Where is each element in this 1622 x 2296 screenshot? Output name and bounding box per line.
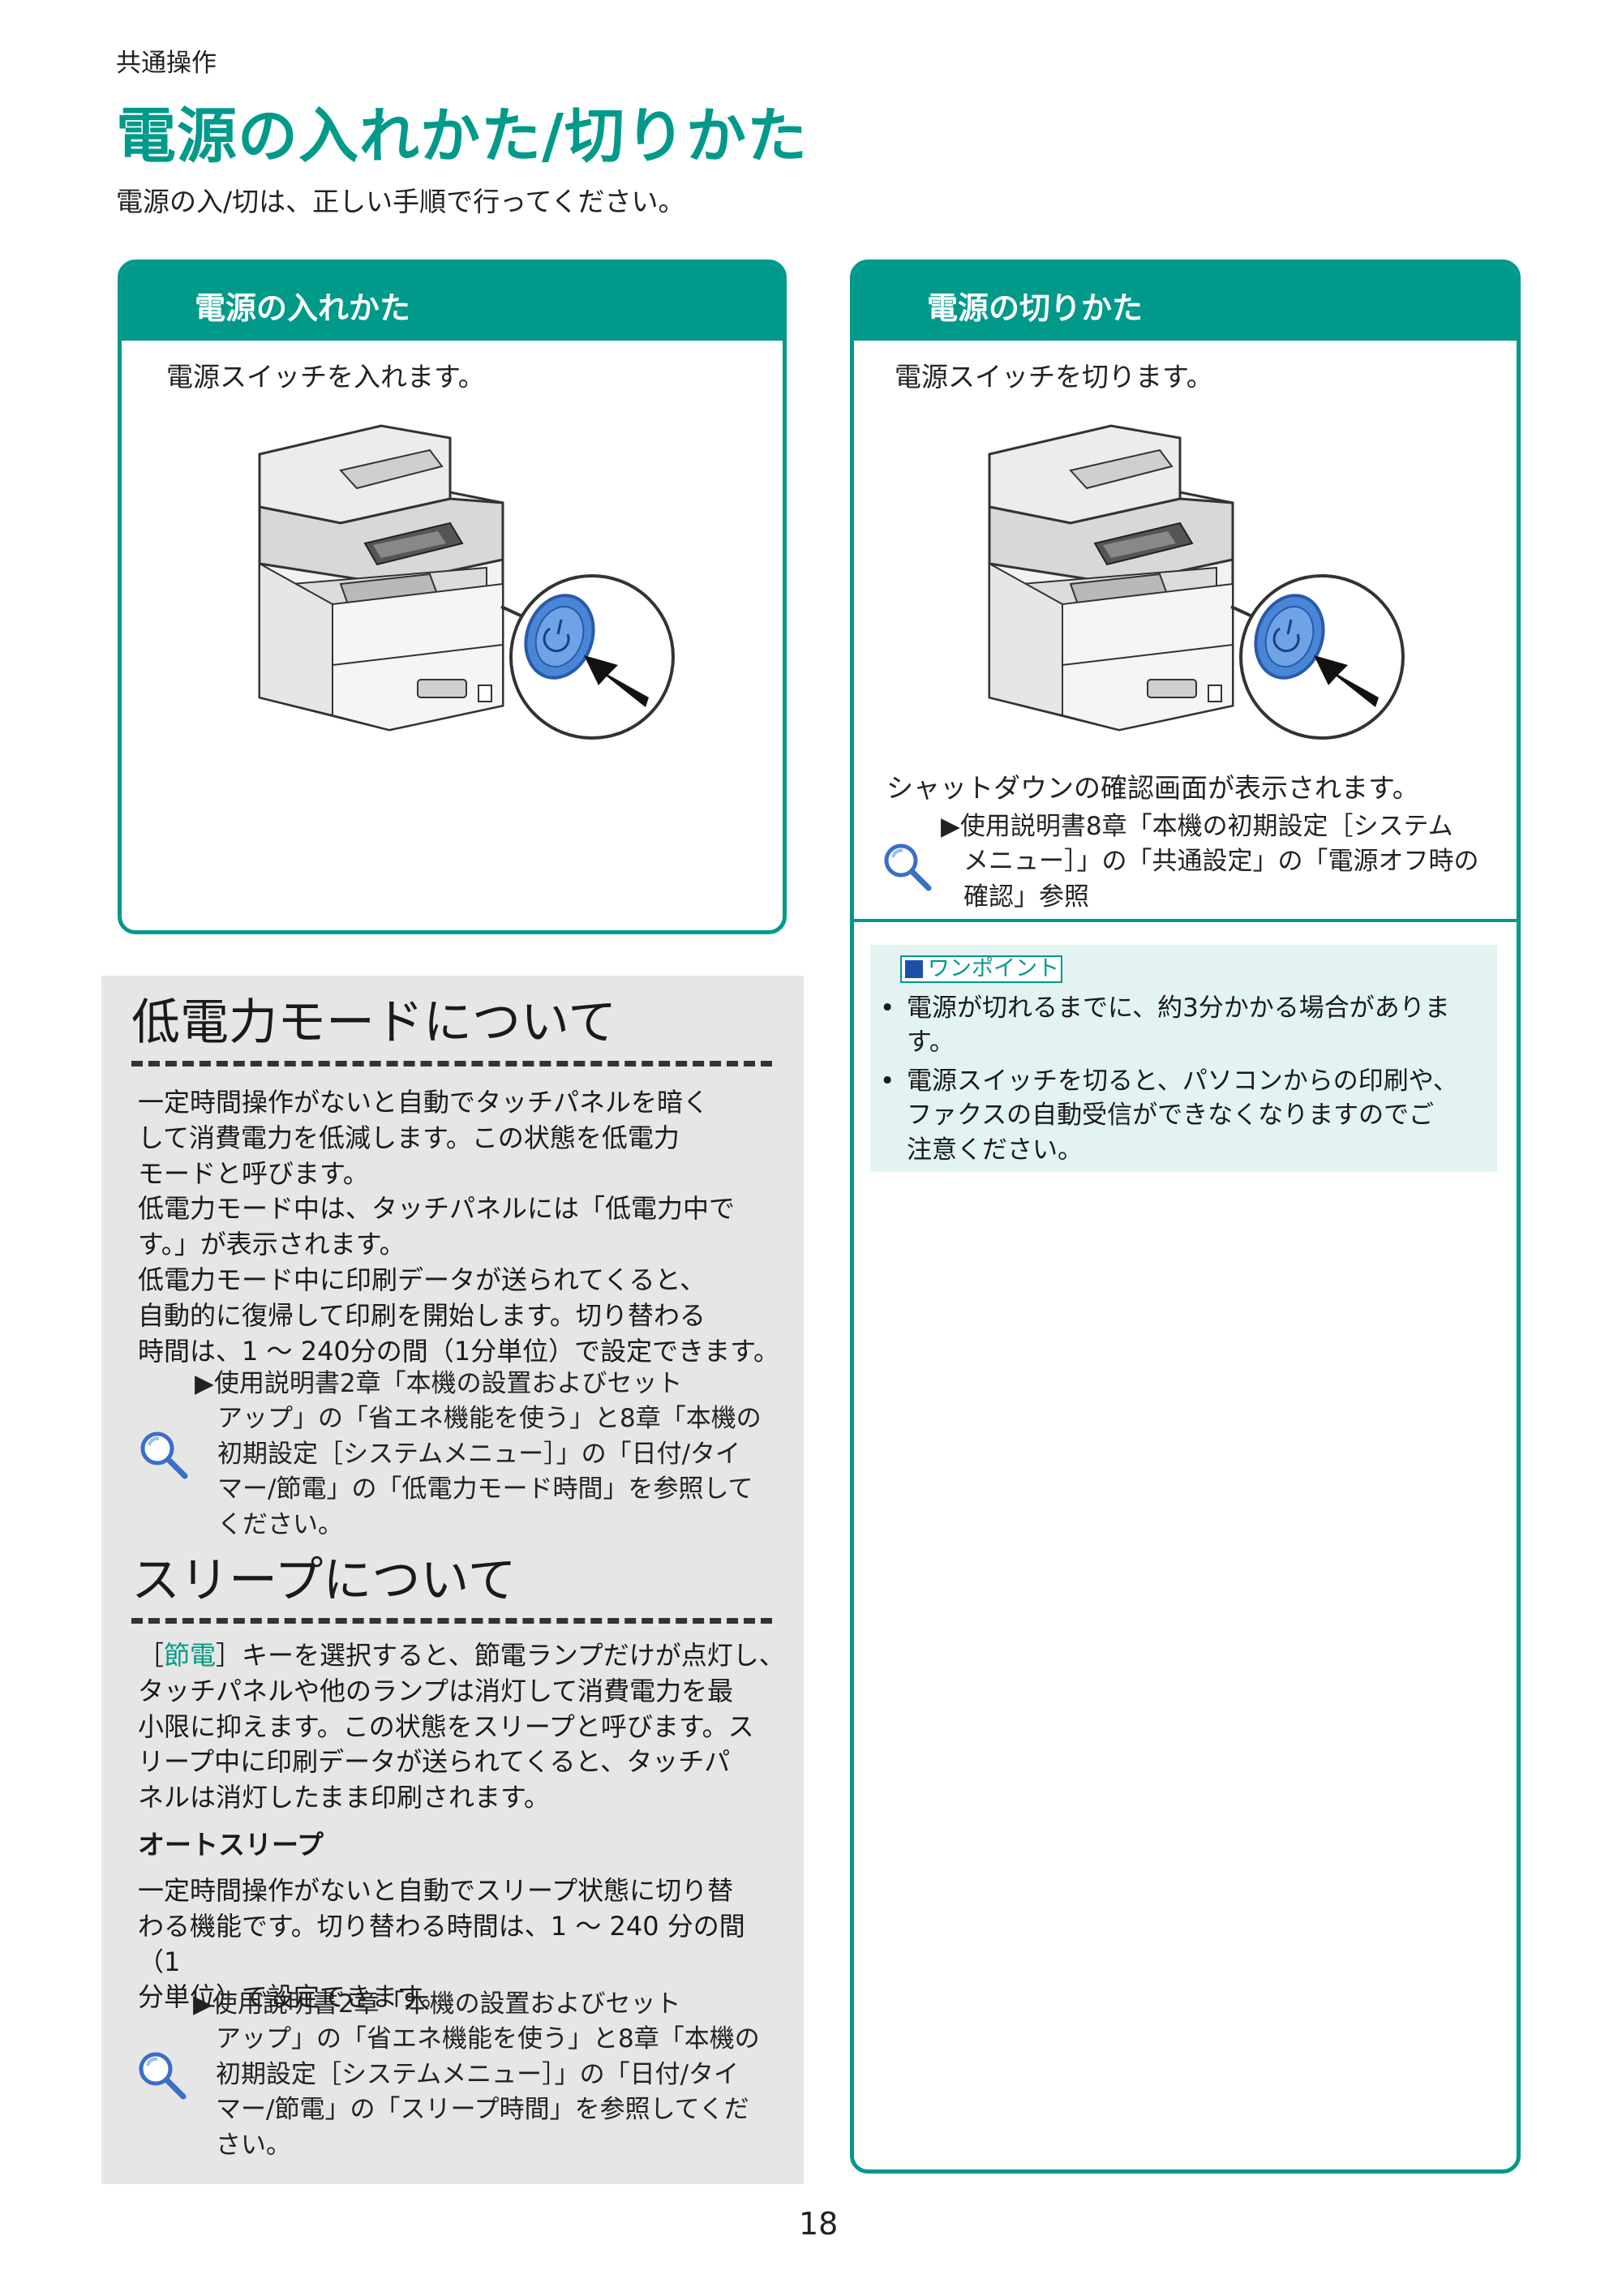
sleep-paragraph: ［節電］キーを選択すると、節電ランプだけが点灯し、 タッチパネルや他のランプは消… [138, 1638, 787, 1816]
printer-power-off-illustration [988, 424, 1405, 740]
press-arrow-icon [1314, 655, 1379, 707]
text-line: 小限に抑えます。この状態をスリープと呼びます。ス [138, 1710, 754, 1742]
bracket: ［ [138, 1640, 165, 1671]
tip-line: す。 [907, 1028, 955, 1058]
power-off-header: 電源の切りかた [854, 264, 1517, 341]
text-line: タッチパネルや他のランプは消灯して消費電力を最 [138, 1675, 734, 1706]
power-switch-icon [1254, 594, 1325, 680]
reference-magnifier-icon [884, 843, 932, 891]
low-power-reference: ▶使用説明書2章「本機の設置およびセット アップ」の「省エネ機能を使う」と8章「… [195, 1367, 762, 1543]
low-power-paragraph: 一定時間操作がないと自動でタッチパネルを暗く して消費電力を低減します。この状態… [138, 1085, 787, 1370]
text-fragment: キーを選択すると、節電ランプだけが点灯し、 [242, 1640, 785, 1671]
power-switch-icon [524, 594, 595, 680]
reference-line: ▶使用説明書2章「本機の設置およびセット [193, 1989, 681, 2019]
power-off-reference: ▶使用説明書8章「本機の初期設定［システム メニュー］」の「共通設定」の「電源オ… [941, 809, 1479, 915]
sleep-heading: スリープについて [131, 1552, 517, 1609]
reference-magnifier-icon [139, 2052, 187, 2100]
text-line: モードと呼びます。 [138, 1157, 369, 1189]
section-label: 共通操作 [116, 49, 217, 78]
reference-line: ▶使用説明書8章「本機の初期設定［システム [941, 812, 1453, 841]
sleep-reference: ▶使用説明書2章「本機の設置およびセット アップ」の「省エネ機能を使う」と8章「… [193, 1987, 760, 2163]
page-number: 18 [799, 2206, 839, 2242]
reference-line: ▶使用説明書2章「本機の設置およびセット [195, 1369, 683, 1398]
power-on-instruction: 電源スイッチを入れます。 [166, 361, 485, 393]
tip-line: 注意ください。 [907, 1135, 1083, 1165]
press-arrow-icon [584, 655, 649, 707]
reference-line: マー/節電」の「スリープ時間」を参照してくだ [216, 2095, 749, 2125]
reference-line: 確認」参照 [963, 882, 1089, 912]
text-line: 一定時間操作がないと自動でタッチパネルを暗く [138, 1087, 710, 1118]
tip-line: ファクスの自動受信ができなくなりますのでご [907, 1101, 1435, 1131]
text-line: ネルは消灯したまま印刷されます。 [138, 1782, 550, 1813]
page-subtitle: 電源の入/切は、正しい手順で行ってください。 [116, 186, 685, 217]
text-line: 自動的に復帰して印刷を開始します。切り替わる [138, 1299, 706, 1331]
page-title: 電源の入れかた/切りかた [116, 101, 809, 171]
reference-line: メニュー］」の「共通設定」の「電源オフ時の [963, 847, 1479, 877]
panel-divider [854, 919, 1517, 922]
power-on-header: 電源の入れかた [122, 264, 783, 341]
info-box [101, 976, 804, 2184]
energy-saver-key-name: 節電 [164, 1640, 217, 1671]
reference-line: アップ」の「省エネ機能を使う」と8章「本機の [216, 2024, 760, 2054]
shutdown-note: シャットダウンの確認画面が表示されます。 [886, 772, 1419, 804]
power-on-panel: 電源の入れかた 電源スイッチを入れます。 [118, 260, 787, 934]
text-line: 時間は、1 ～ 240分の間（1分単位）で設定できます。 [138, 1335, 779, 1367]
text-line: す。」が表示されます。 [138, 1229, 406, 1260]
reference-line: 初期設定［システムメニュー］」の「日付/タイ [217, 1439, 741, 1469]
low-power-heading: 低電力モードについて [131, 994, 617, 1051]
tip-label: ワンポイント [900, 955, 1062, 983]
bracket: ］ [216, 1640, 242, 1671]
reference-line: ください。 [217, 1509, 343, 1539]
text-line: して消費電力を低減します。この状態を低電力 [138, 1122, 680, 1153]
reference-magnifier-icon [140, 1431, 188, 1479]
dashed-divider [131, 1061, 772, 1066]
text-line: ［節電］キーを選択すると、節電ランプだけが点灯し、 [138, 1638, 787, 1674]
power-on-heading: 電源の入れかた [195, 290, 411, 326]
reference-line: アップ」の「省エネ機能を使う」と8章「本機の [217, 1404, 762, 1434]
dashed-divider [131, 1618, 772, 1624]
tip-icon [905, 960, 923, 978]
printer-power-on-illustration [258, 424, 675, 740]
tip-item: • 電源が切れるまでに、約3分かかる場合があります。 [880, 991, 1496, 1060]
text-line: リープ中に印刷データが送られてくると、タッチパ [138, 1746, 731, 1778]
text-line: 低電力モード中に印刷データが送られてくると、 [138, 1264, 706, 1296]
power-off-heading: 電源の切りかた [927, 290, 1144, 326]
bullet-icon: • [880, 994, 895, 1023]
auto-sleep-heading: オートスリープ [138, 1829, 324, 1860]
reference-line: さい。 [216, 2130, 291, 2160]
text-line: 分単位）で設定できます。 [138, 1981, 447, 2013]
tip-line: 電源スイッチを切ると、パソコンからの印刷や、 [907, 1066, 1458, 1096]
bullet-icon: • [880, 1066, 895, 1096]
reference-line: 初期設定［システムメニュー］」の「日付/タイ [216, 2059, 740, 2089]
tip-line: 電源が切れるまでに、約3分かかる場合がありま [907, 994, 1450, 1023]
tip-label-text: ワンポイント [928, 956, 1059, 981]
reference-line: マー/節電」の「低電力モード時間」を参照して [217, 1474, 753, 1504]
tip-item: • 電源スイッチを切ると、パソコンからの印刷や、ファクスの自動受信ができなくなり… [880, 1064, 1496, 1167]
auto-sleep-paragraph: 一定時間操作がないと自動でスリープ状態に切り替 わる機能です。切り替わる時間は、… [138, 1873, 787, 2015]
text-line: 一定時間操作がないと自動でスリープ状態に切り替 [138, 1875, 734, 1906]
text-line: わる機能です。切り替わる時間は、1 ～ 240 分の間（1 [138, 1910, 745, 1977]
printer-body [988, 424, 1234, 732]
printer-body [258, 424, 504, 732]
power-off-instruction: 電源スイッチを切ります。 [895, 361, 1213, 393]
text-line: 低電力モード中は、タッチパネルには「低電力中で [138, 1193, 736, 1225]
